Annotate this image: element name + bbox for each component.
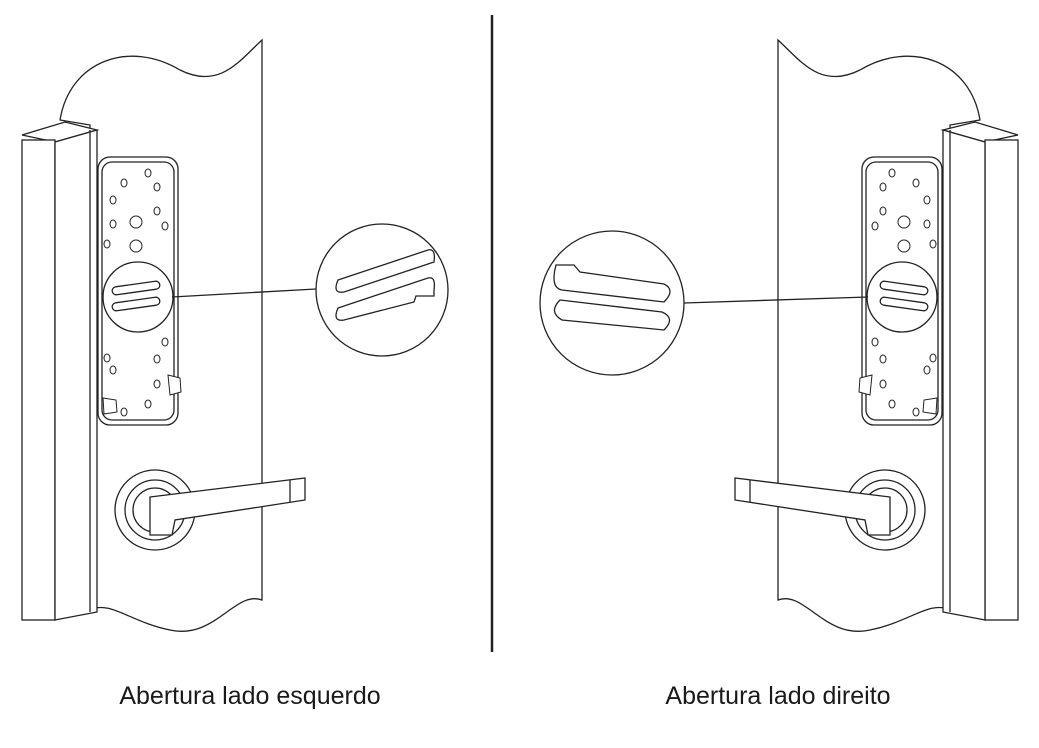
right-door-illustration <box>539 39 1019 632</box>
magnifier-left <box>315 223 449 357</box>
right-opening-label: Abertura lado direito <box>665 682 891 710</box>
left-opening-label: Abertura lado esquerdo <box>119 682 381 710</box>
magnifier-leader-left <box>171 288 317 298</box>
magnifier-right <box>539 230 685 376</box>
magnifier-leader-right <box>683 296 869 304</box>
left-door-illustration <box>21 39 449 632</box>
